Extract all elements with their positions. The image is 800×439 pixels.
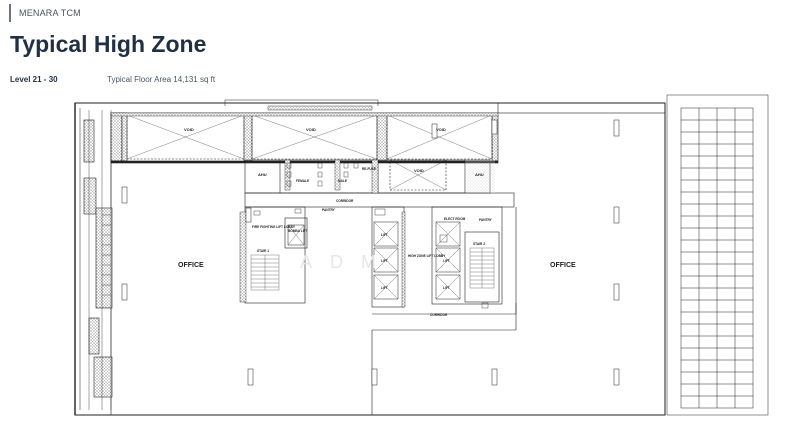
void-2-label: VOID bbox=[306, 127, 316, 132]
brand-label: MENARA TCM bbox=[9, 4, 81, 22]
exterior-columns bbox=[83, 112, 499, 398]
bomba-lift-label: BOMBA LIFT bbox=[288, 229, 308, 233]
stair-2-label: STAIR 2 bbox=[473, 242, 485, 246]
ahu-left-label: AHU bbox=[258, 172, 267, 177]
female-label: FEMALE bbox=[296, 179, 309, 183]
void-3-label: VOID bbox=[436, 127, 446, 132]
lift-label: LIFT bbox=[381, 259, 388, 263]
watermark: ADM bbox=[300, 252, 394, 272]
stair-2-treads bbox=[469, 247, 495, 289]
corridor-top-label: CORRIDOR bbox=[336, 199, 354, 203]
core-hatch-walls bbox=[110, 105, 499, 308]
plan-labels: ADM OFFICE OFFICE VOID VOID VOID VOID AH… bbox=[178, 127, 576, 317]
ahu-right-label: AHU bbox=[475, 172, 484, 177]
void-1-label: VOID bbox=[184, 127, 194, 132]
corridor-bottom-label: CORRIDOR bbox=[430, 313, 448, 317]
lift-label: LIFT bbox=[381, 233, 388, 237]
pantry-2-label: PANTRY bbox=[479, 218, 493, 222]
fire-lobby-label: FIRE FIGHTING LIFT LOBBY bbox=[252, 225, 296, 229]
page-title: Typical High Zone bbox=[10, 31, 207, 57]
pantry-1-label: PANTRY bbox=[322, 208, 336, 212]
male-label: MALE bbox=[338, 179, 347, 183]
toilet-fixtures bbox=[253, 162, 489, 309]
refuse-label: RE-FUSE bbox=[362, 167, 376, 171]
floor-area: Typical Floor Area 14,131 sq ft bbox=[107, 75, 216, 84]
office-right-label: OFFICE bbox=[550, 262, 576, 269]
stair-1-treads bbox=[250, 254, 280, 291]
interior-columns bbox=[121, 119, 620, 386]
stair-1-label: STAIR 1 bbox=[257, 249, 269, 253]
high-zone-lobby-label: HIGH ZONE LIFT LOBBY bbox=[408, 254, 446, 258]
elect-room-label: ELECT ROOM bbox=[444, 217, 466, 221]
left-facade-grid bbox=[88, 110, 112, 410]
lift-label: LIFT bbox=[443, 259, 450, 263]
lift-label: LIFT bbox=[381, 286, 388, 290]
void-4-label: VOID bbox=[414, 168, 424, 173]
service-core bbox=[244, 159, 517, 315]
level-range: Level 21 - 30 bbox=[10, 75, 58, 84]
car-park-ramp bbox=[666, 94, 769, 416]
office-left-label: OFFICE bbox=[178, 262, 204, 269]
lift-label: LIFT bbox=[443, 286, 450, 290]
lift-shafts bbox=[287, 221, 461, 300]
